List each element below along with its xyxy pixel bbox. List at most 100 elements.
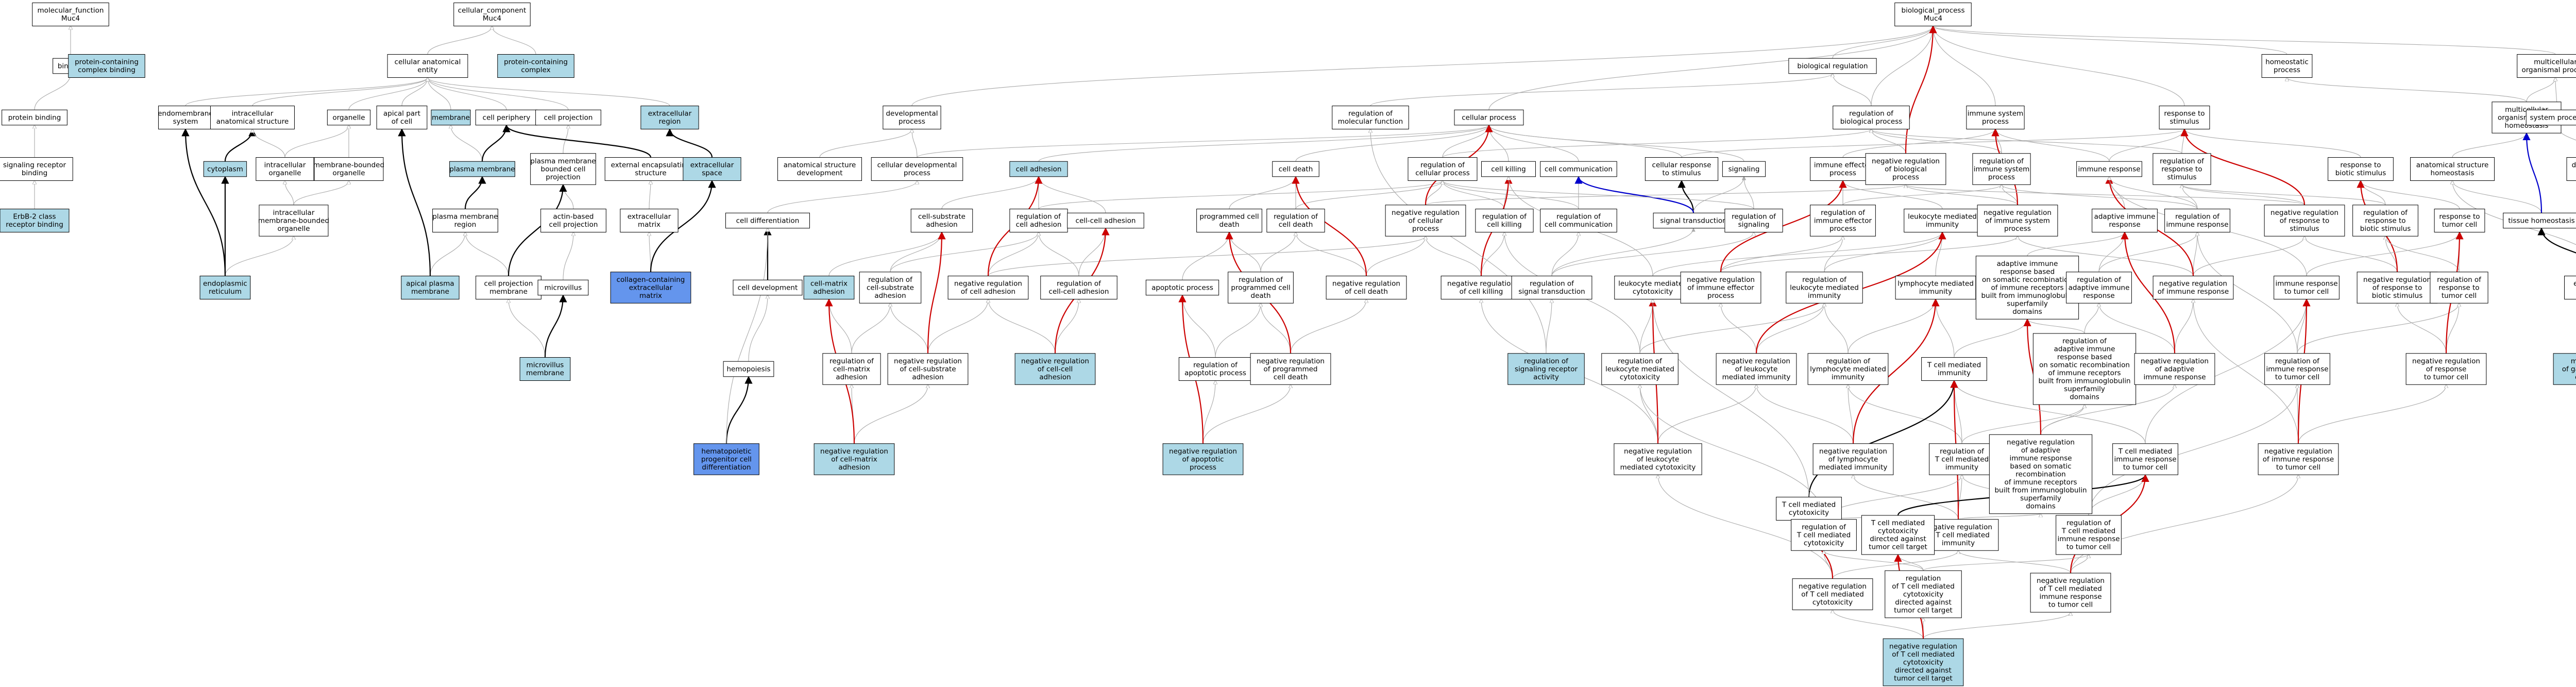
edge-is-a xyxy=(1261,303,1291,354)
term-box xyxy=(327,109,371,126)
term-label-line: regulation of xyxy=(2160,157,2205,165)
term-label-line: cytotoxicity xyxy=(1620,373,1660,381)
term-box xyxy=(814,443,895,475)
term-label-line: Muc4 xyxy=(483,14,501,23)
term-label-line: regulation of xyxy=(1274,213,1318,221)
edge-part-of xyxy=(725,376,753,444)
term-box xyxy=(259,205,329,237)
term-label-line: epithelium xyxy=(2575,373,2576,381)
term-label-line: cell adhesion xyxy=(1016,165,1062,173)
term-label-line: T cell mediated xyxy=(2061,527,2115,535)
edge-regulates xyxy=(1848,298,1938,354)
edge-is-a xyxy=(1295,125,1489,162)
term-label-line: of response xyxy=(2426,365,2467,373)
term-label-line: negative regulation xyxy=(1722,357,1790,365)
term-label-line: protein-containing xyxy=(504,58,568,66)
term-label-line: developmental xyxy=(886,110,938,118)
term-label-line: T cell mediated xyxy=(1782,501,1836,509)
term-label-line: organelle xyxy=(332,169,365,177)
term-box xyxy=(476,276,541,299)
term-box xyxy=(871,157,963,181)
term-label-line: tumor cell target xyxy=(1869,543,1927,551)
edge-is-a xyxy=(2397,303,2447,354)
term-label-line: of lymphocyte xyxy=(1828,455,1878,463)
term-label-line: regulation of xyxy=(1556,213,1601,221)
term-box xyxy=(1895,276,1976,299)
edge-is-a xyxy=(1681,129,2184,158)
edge-is-a xyxy=(1833,610,1924,639)
term-box xyxy=(2159,106,2210,129)
edge-is-a xyxy=(1055,299,1079,354)
term-label-line: biotic stimulus xyxy=(2372,292,2422,300)
edge-is-a xyxy=(1842,129,1995,158)
term-label-line: cell communication xyxy=(1545,221,1613,229)
term-box xyxy=(449,161,515,177)
term-label-line: signal transduction xyxy=(1518,288,1585,296)
term-label-line: apoptotic process xyxy=(1151,283,1213,292)
term-box xyxy=(2032,333,2137,405)
edge-is-a xyxy=(1038,125,1489,162)
edge-is-a xyxy=(1658,475,1833,579)
term-label-line: cytotoxicity xyxy=(1789,509,1829,517)
edge-is-a xyxy=(941,177,1039,209)
term-label-line: cell-cell adhesion xyxy=(1076,216,1136,225)
term-label-line: differentiation xyxy=(702,463,751,472)
edge-is-a xyxy=(1848,384,1962,444)
term-label-line: T cell mediated xyxy=(1935,455,1989,463)
edge-is-a xyxy=(748,295,768,362)
edge-is-a xyxy=(492,26,536,55)
term-box xyxy=(1989,434,2093,514)
term-label-line: actin-based xyxy=(553,213,594,221)
term-box xyxy=(2153,276,2234,299)
term-label-line: adaptive immune xyxy=(1997,260,2058,268)
term-label-line: negative regulation xyxy=(954,280,1022,288)
term-box xyxy=(1865,153,1946,185)
term-label-line: organelle xyxy=(268,169,301,177)
term-box xyxy=(2274,276,2340,299)
term-box xyxy=(723,361,774,377)
term-label-line: regulation of xyxy=(1821,209,1866,217)
term-label-line: Muc4 xyxy=(61,14,80,23)
term-label-line: binding xyxy=(22,169,47,177)
term-box xyxy=(1009,209,1068,232)
term-label-line: plasma membrane xyxy=(449,165,515,173)
edge-is-a xyxy=(428,78,670,106)
edge-is-a xyxy=(1756,384,1854,444)
term-box xyxy=(887,353,969,385)
term-label-line: regulation of xyxy=(1802,523,1846,531)
term-label-line: signaling xyxy=(1728,165,1760,173)
term-label-line: membrane xyxy=(526,369,564,377)
term-box xyxy=(1326,276,1407,299)
term-label-line: negative regulation xyxy=(2037,577,2105,585)
term-label-line: of cell death xyxy=(1345,288,1388,296)
term-label-line: system process xyxy=(2530,113,2576,122)
term-label-line: immune response xyxy=(2266,365,2328,373)
term-label-line: process xyxy=(2004,225,2031,233)
term-box xyxy=(1645,157,1719,181)
edge-is-a xyxy=(1039,177,1106,213)
term-label-line: regulation of xyxy=(1732,213,1776,221)
term-label-line: mediated cytotoxicity xyxy=(1620,463,1696,472)
term-label-line: response based xyxy=(2000,267,2055,276)
term-label-line: membrane xyxy=(489,288,528,296)
term-label-line: on somatic recombination xyxy=(1982,276,2073,284)
term-label-line: immune effector xyxy=(1814,216,1872,225)
edge-is-a xyxy=(2287,78,2527,103)
term-label-line: immune response xyxy=(2057,535,2120,543)
